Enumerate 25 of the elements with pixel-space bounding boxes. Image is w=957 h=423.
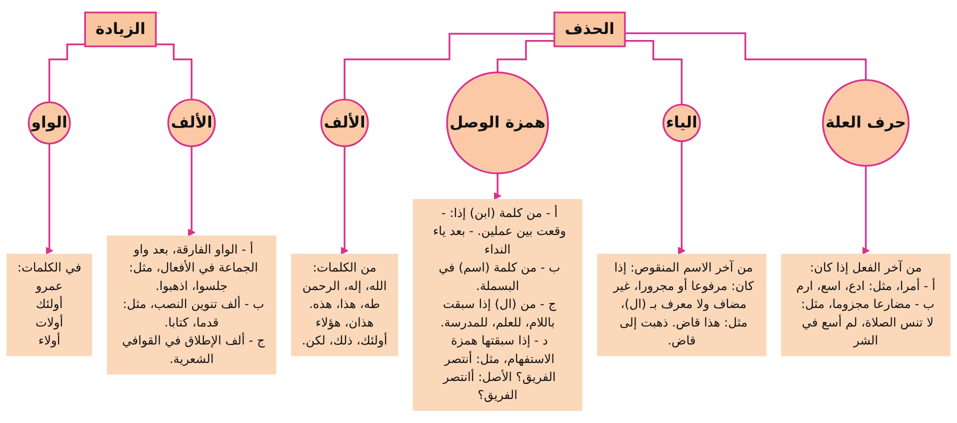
node-circle: الألف: [167, 98, 216, 148]
connector: [624, 32, 867, 81]
node-box: من الكلمات: الله، إله، الرحمن طه، هذا، هذه. هذان، هؤلاء أولئك، ذلك، لكن.: [291, 254, 398, 356]
arrow: [340, 145, 348, 255]
node-box: أ - الواو الفارقة، بعد واو الجماعة في الأفعال، مثل: جلسوا، اذهبوا. ب - ألف تنوين النصب، مثل: قدما، كتابا. ج - ألف الإطلاق في القوافي الشعرية.: [106, 236, 276, 374]
node-box: الحذف: [553, 12, 626, 48]
arrow: [188, 145, 196, 236]
node-box: الزيادة: [84, 12, 157, 48]
connector: [344, 32, 554, 100]
arrow: [862, 164, 870, 255]
arrow: [46, 142, 54, 255]
node-circle: همزة الوصل: [446, 72, 549, 174]
arrow: [678, 140, 686, 255]
node-box: في الكلمات: عمرو أولئك أولات أولاء: [6, 254, 92, 356]
arrow: [494, 172, 502, 200]
node-circle: حرف العلة: [822, 79, 910, 167]
connector: [624, 40, 683, 106]
node-box: من آخر الاسم المنقوص: إذا كان: مرفوعا أو مجرورا، غير مضاف ولا معرف بـ (ال)، مثل: هذا قاض. ذهبت إلى قاض.: [597, 254, 766, 356]
connector: [496, 40, 554, 74]
node-circle: الياء: [662, 104, 701, 142]
node-box: من آخر الفعل إذا كان: أ - أمرا، مثل: ادع، اسع، ارم ب - مضارعا مجزوما، مثل: لا تنس الصلاة، لم أسع في الشر: [781, 254, 950, 356]
node-circle: الألف: [320, 98, 369, 148]
connector: [48, 43, 86, 104]
node-box: أ - من كلمة (ابن) إذا: - وقعت بين عملين. - بعد ياء النداء ب - من كلمة (اسم) في البسملة. ج - من (ال) إذا سبقت باللام، للعلم، للمدرسة. د - إذا سبقتها همزة الاستفهام، مثل: أنتصر الفريق؟ الأصل: أانتصر الفريق؟: [412, 199, 582, 411]
connector: [156, 43, 192, 100]
